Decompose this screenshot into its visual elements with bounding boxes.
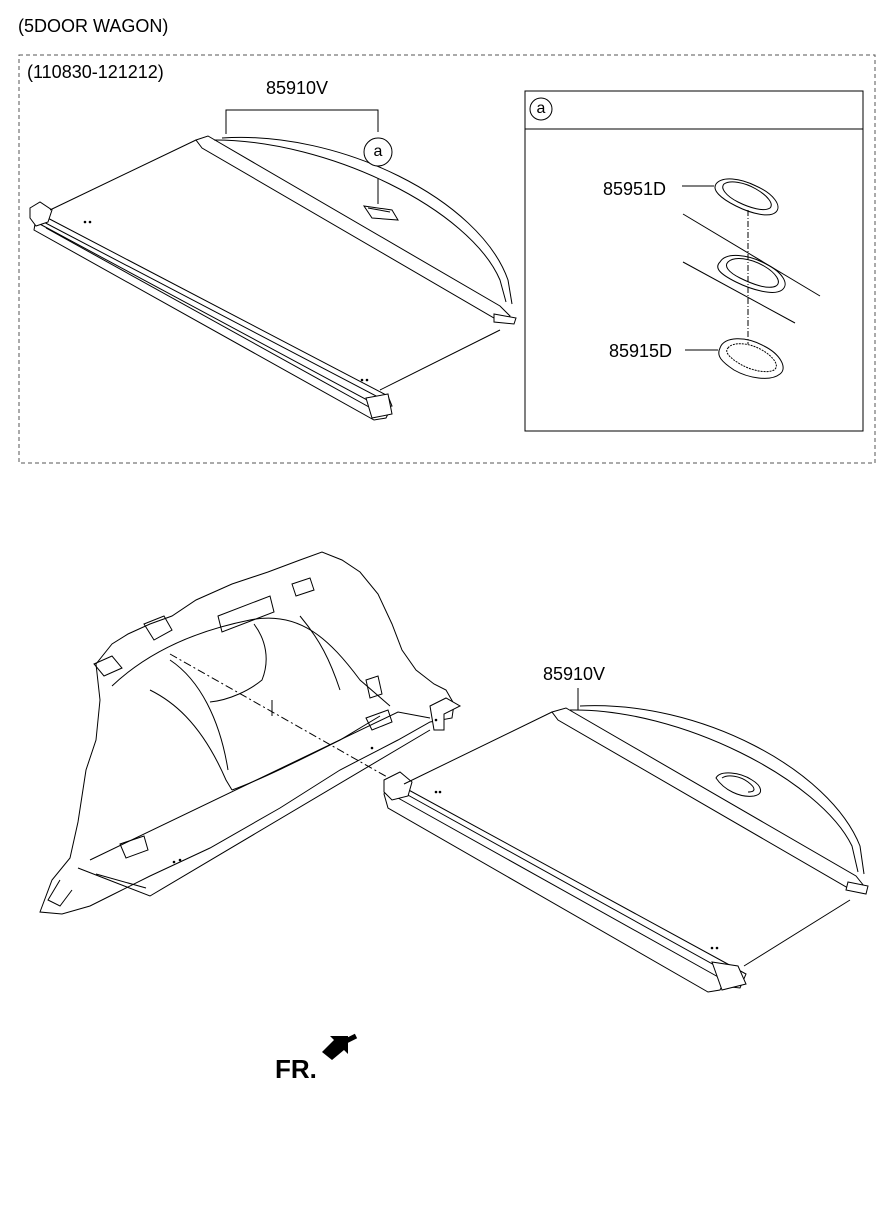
inset-box [524,90,864,432]
front-direction-arrow-icon [322,1036,348,1060]
cargo-cover-top [29,135,517,421]
inset-parts [682,178,821,379]
production-period-label: (110830-121212) [27,62,164,82]
variant-frame [18,54,876,464]
cargo-cover-bottom [383,705,869,993]
callout-circle-top [363,137,393,167]
front-direction-label: FR. [275,1054,317,1084]
callout-letter-inset: a [536,100,546,117]
variant-label: (5DOOR WAGON) [18,16,169,36]
callout-circle-inset [529,97,553,121]
part-number-top: 85910V [266,78,329,98]
top-part-leader [225,109,379,134]
part-number-bottom: 85910V [543,664,606,684]
part-number-clip: 85915D [609,341,673,361]
mounting-centerline [169,653,397,783]
part-number-bezel: 85951D [603,179,667,199]
callout-letter-top: a [373,143,383,160]
luggage-side-trim [39,551,462,915]
